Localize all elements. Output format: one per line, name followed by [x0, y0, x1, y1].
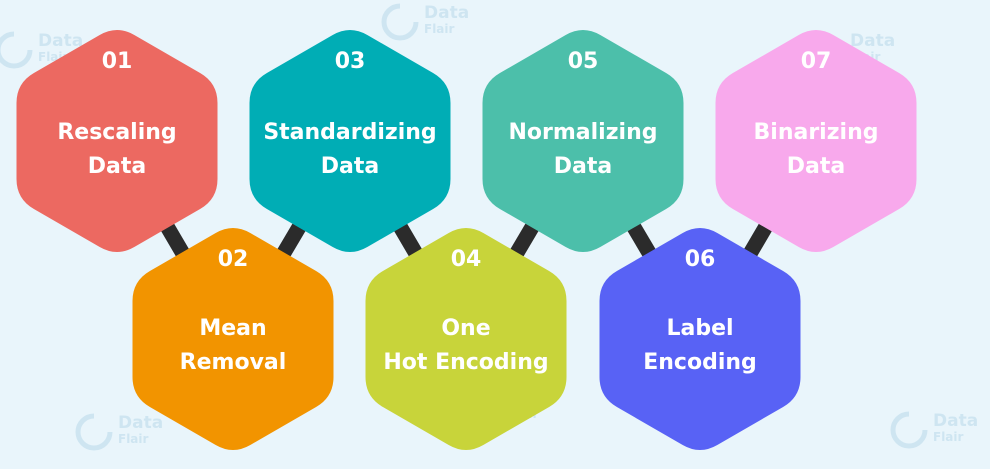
step-label-line: Data [554, 154, 612, 179]
watermark-mark [890, 411, 928, 449]
hexagon-shape [715, 30, 917, 252]
hexagon-shape [132, 228, 334, 450]
step-label-line: Data [787, 154, 845, 179]
step-label-line: One [441, 316, 490, 341]
step-number: 05 [568, 49, 599, 74]
hexagon-group: 01RescalingData02MeanRemoval03Standardiz… [16, 30, 917, 450]
step-number: 07 [801, 49, 832, 74]
step-label-line: Removal [180, 350, 287, 375]
step-label-line: Normalizing [509, 120, 658, 145]
watermark-mark [381, 3, 419, 41]
watermark-mark [75, 413, 113, 451]
watermark-text-line2: Flair [933, 430, 964, 444]
hexagon-shape [599, 228, 801, 450]
step-label-line: Standardizing [263, 120, 436, 145]
step-label-line: Encoding [643, 350, 757, 375]
step-label-line: Mean [199, 316, 266, 341]
watermark-text-line1: Data [850, 31, 895, 51]
watermark-text-line1: Data [424, 3, 469, 23]
hexagon-shape [249, 30, 451, 252]
watermark-text-line2: Flair [118, 432, 149, 446]
watermark-text-line1: Data [118, 413, 163, 433]
step-number: 01 [102, 49, 133, 74]
step-label-line: Binarizing [754, 120, 879, 145]
hexagon-shape [16, 30, 218, 252]
step-label-line: Data [321, 154, 379, 179]
step-label-line: Data [88, 154, 146, 179]
step-number: 02 [218, 247, 249, 272]
watermark-text-line2: Flair [424, 22, 455, 36]
hexagon-shape [365, 228, 567, 450]
watermark-text-line1: Data [933, 411, 978, 431]
step-number: 06 [685, 247, 716, 272]
watermark-text-line1: Data [38, 31, 83, 51]
step-number: 04 [451, 247, 482, 272]
watermark-mark [0, 31, 33, 69]
step-label-line: Label [666, 316, 733, 341]
step-label-line: Rescaling [57, 120, 176, 145]
step-number: 03 [335, 49, 366, 74]
step-label-line: Hot Encoding [383, 350, 548, 375]
hexagon-shape [482, 30, 684, 252]
